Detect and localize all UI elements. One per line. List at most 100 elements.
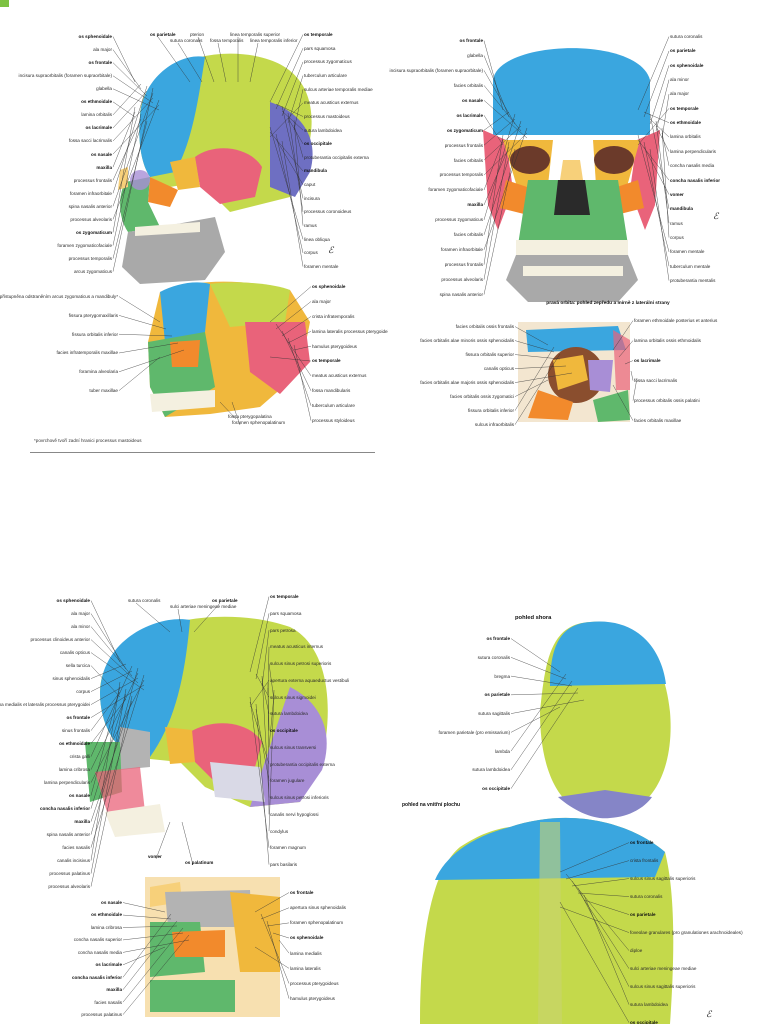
leader-line (510, 657, 567, 680)
leader-line (483, 127, 528, 250)
anatomy-label: fossa infratemporalis zpřístupněna odstr… (0, 294, 118, 299)
leader-line (122, 925, 178, 928)
anatomy-label: sutura coronalis (630, 894, 663, 899)
leader-line (249, 680, 270, 708)
leader-line (275, 301, 312, 330)
leader-line (112, 90, 148, 129)
leader-line (269, 34, 304, 103)
anatomy-label: fossa mandibularis (312, 388, 351, 394)
anatomy-label: sulcus sinus sagittalis superioris (630, 984, 696, 989)
leader-line (510, 706, 561, 733)
leader-line (643, 141, 670, 267)
anatomy-label: os frontale (88, 60, 112, 66)
anatomy-label: os occipitale (630, 1020, 658, 1024)
anatomy-label: os ethmoidale (91, 912, 122, 918)
publisher-logo: ℰ (328, 246, 334, 256)
leader-line (293, 345, 312, 351)
leader-line (122, 939, 190, 953)
anatomy-label: corpus (670, 234, 684, 240)
anatomy-label: foramen zygomaticofaciale (428, 187, 483, 193)
leader-line (287, 331, 312, 344)
anatomy-label: sulcus sinus transversi (270, 744, 317, 750)
anatomy-label: os parietale (670, 48, 696, 54)
leader-line (275, 133, 304, 253)
leader-line (118, 356, 161, 391)
anatomy-label: concha nasalis inferior (71, 974, 122, 980)
anatomy-label: condylus (270, 828, 289, 834)
anatomy-label: facies orbitalis (453, 232, 483, 238)
leader-line (90, 674, 145, 848)
anatomy-label: sutura lambdoidea (472, 767, 510, 773)
leader-line (287, 337, 312, 406)
leader-line (514, 326, 549, 346)
anatomy-label: facies orbitalis (453, 82, 483, 88)
anatomy-label: foramen magnum (270, 845, 307, 851)
orbit-title: pravá orbita: pohled zepředu a mírně z l… (546, 301, 670, 306)
lateral-skull (118, 53, 313, 284)
page-marker (0, 0, 9, 7)
leader-line (261, 680, 270, 714)
leader-line (155, 821, 171, 860)
leader-line (483, 139, 504, 191)
leader-line (90, 652, 145, 691)
anatomy-label: sulci arteriae meningeae mediae (170, 604, 237, 609)
anatomy-label: concha nasalis inferior (670, 177, 721, 183)
anatomy-label: incisura supraorbitalis (foramen supraor… (389, 67, 483, 73)
leader-line (571, 880, 630, 969)
anatomy-label: glabella (467, 52, 483, 58)
leader-line (267, 682, 270, 815)
leader-line (90, 698, 127, 744)
leader-line (112, 99, 160, 220)
anatomy-label: processus alveolaris (48, 884, 90, 889)
leader-line (514, 346, 555, 411)
anatomy-label: os zygomaticum (76, 229, 112, 235)
anatomy-label: protuberantia occipitalis externa (304, 154, 369, 160)
anatomy-label: processus temporalis (439, 172, 483, 178)
anatomy-label: pterion (190, 32, 205, 37)
leader-line (559, 842, 630, 873)
leader-line (118, 315, 167, 330)
anatomy-label: sutura coronalis (670, 34, 703, 39)
anatomy-label: fissura orbitalis superior (465, 352, 514, 357)
leader-line (90, 681, 121, 861)
leader-line (275, 48, 304, 110)
leader-line (577, 892, 630, 897)
anatomy-label: os palatinum (185, 860, 214, 865)
anatomy-label: os sphenoidale (670, 62, 704, 68)
anatomy-label: os parietale (150, 32, 176, 37)
leader-line (90, 665, 133, 757)
anatomy-label: facies orbitalis ossis zygomatici (450, 394, 514, 399)
leader-line (559, 901, 630, 1023)
leader-line (643, 111, 670, 123)
leader-line (122, 946, 166, 966)
anatomy-label: processus palatinus (49, 871, 90, 876)
anatomy-label: spina nasalis anterior (68, 203, 112, 209)
calvaria-top (540, 621, 671, 819)
leader-line (112, 36, 136, 83)
leader-line (275, 323, 312, 377)
leader-line (90, 663, 127, 679)
anatomy-label: processus frontalis (444, 262, 483, 268)
leader-line (293, 124, 304, 158)
anatomy-label: foramen parietale (pro emissarium) (438, 729, 510, 735)
anatomy-label: foramen zygomaticofaciale (57, 242, 112, 248)
leader-line (112, 85, 148, 194)
anatomy-label: sutura coronalis (170, 38, 203, 43)
anatomy-label: lamina perpendicularis (670, 148, 716, 154)
anatomy-label: crista galli (69, 754, 90, 759)
leader-line (118, 296, 161, 323)
anatomy-label: os occipitale (270, 728, 298, 733)
anatomy-label: os lacrimale (456, 112, 483, 118)
anatomy-label: ala major (670, 91, 689, 97)
anatomy-label: processus alveolaris (441, 277, 483, 283)
leader-line (272, 932, 290, 939)
anatomy-label: processus mastoideus (304, 113, 350, 119)
anatomy-label: diploe (630, 948, 643, 953)
anatomy-label: processus styloideus (312, 418, 355, 423)
leader-line (612, 384, 634, 421)
leader-line (281, 61, 304, 117)
anatomy-label: fissura orbitalis inferior (468, 408, 514, 413)
anatomy-label: lamina lateralis processus pterygoidei (312, 328, 388, 334)
leader-line (90, 665, 121, 698)
anatomy-label: tuberculum articulare (304, 72, 347, 78)
